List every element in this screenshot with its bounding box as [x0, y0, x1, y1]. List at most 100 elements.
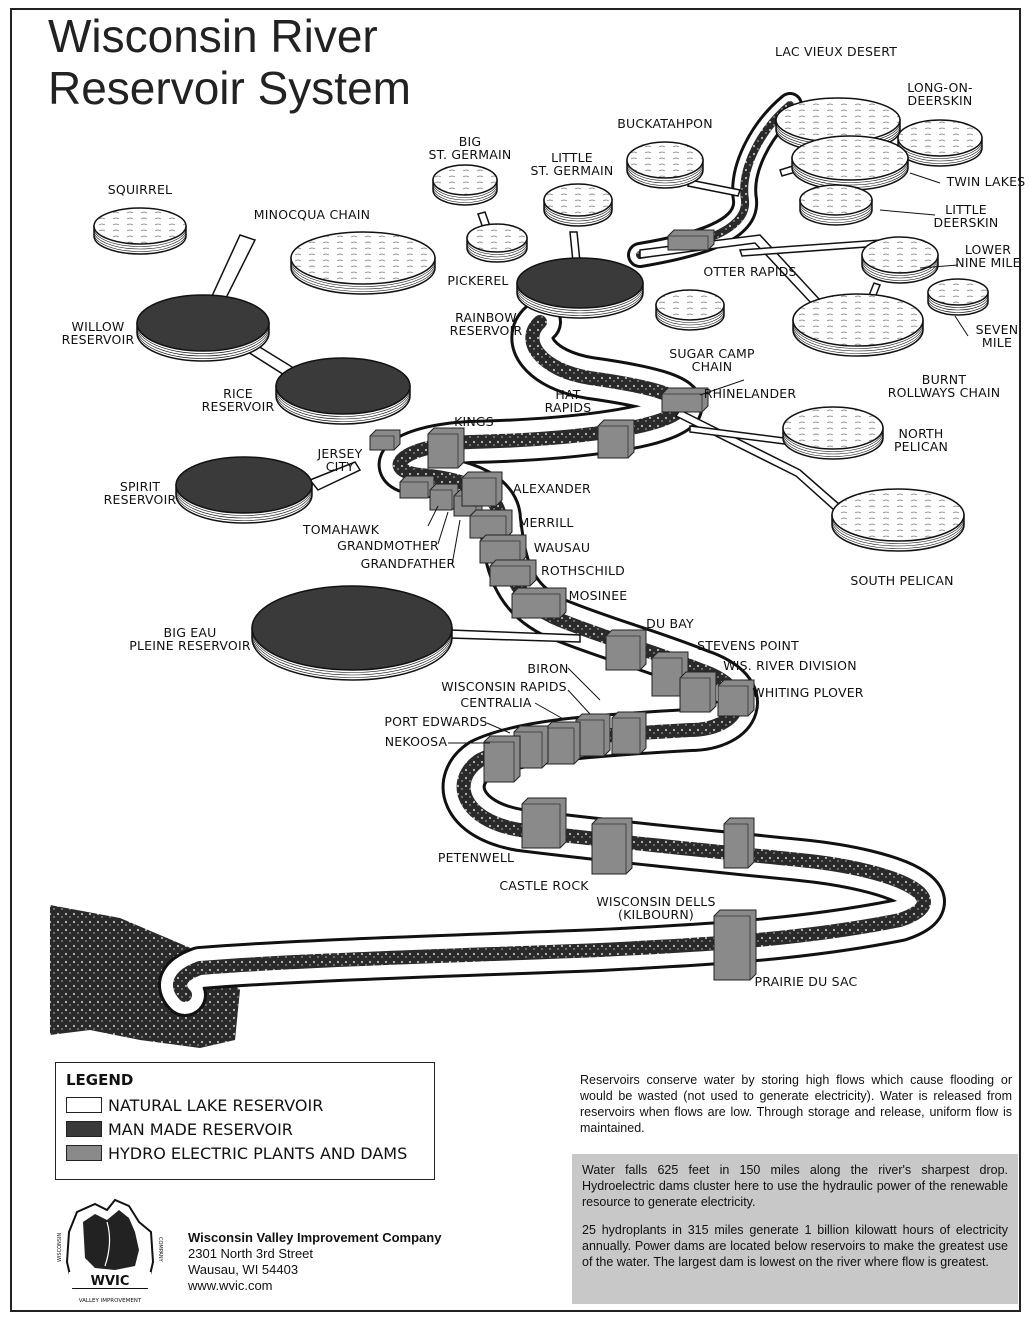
north-pelican-surface [783, 407, 883, 449]
burnt-rollways-chain-reservoir [793, 294, 923, 356]
rainbow-reservoir-label: RAINBOWRESERVOIR [450, 310, 523, 338]
spirit-reservoir-label-line: RESERVOIR [104, 492, 177, 507]
rhinelander-dam [662, 388, 708, 412]
intro-note: Reservoirs conserve water by storing hig… [580, 1072, 1012, 1136]
rothschild-dam-block [490, 560, 536, 586]
title-line-2: Reservoir System [48, 62, 411, 114]
legend-item-dams: HYDRO ELECTRIC PLANTS AND DAMS [66, 1141, 424, 1165]
centralia-dam [546, 722, 580, 764]
squirrel-label: SQUIRREL [108, 182, 172, 197]
prairie-du-sac-label-line: PRAIRIE DU SAC [755, 974, 858, 989]
wis-river-division-label-line: WIS. RIVER DIVISION [723, 658, 857, 673]
port-edwards-label: PORT EDWARDS [384, 714, 487, 729]
tomahawk-label-line: TOMAHAWK [302, 522, 380, 537]
little-deerskin-label: LITTLEDEERSKIN [934, 202, 999, 230]
centralia-label-line: CENTRALIA [460, 695, 532, 710]
lower-nine-mile-label-line: NINE MILE [955, 255, 1020, 270]
poster-title: Wisconsin River Reservoir System [48, 10, 411, 114]
north-pelican-label: NORTHPELICAN [894, 426, 948, 454]
rhinelander-label: RHINELANDER [704, 386, 797, 401]
buckatahpon-surface [627, 142, 703, 178]
petenwell-dam-block [522, 798, 566, 848]
burnt-rollways-chain-label: BURNTROLLWAYS CHAIN [888, 372, 1001, 400]
lac-vieux-desert-surface [776, 98, 900, 142]
company-name: Wisconsin Valley Improvement Company [188, 1230, 441, 1246]
jersey-city-dam-block [370, 430, 400, 450]
north-pelican-label-line: PELICAN [894, 439, 948, 454]
rhinelander-label-line: RHINELANDER [704, 386, 797, 401]
buckatahpon-label-line: BUCKATAHPON [617, 116, 713, 131]
rhinelander-dam-block [662, 388, 708, 412]
willow-reservoir-reservoir [137, 295, 269, 361]
minocqua-chain-label-line: MINOCQUA CHAIN [254, 207, 370, 222]
legend-item-manmade: MAN MADE RESERVOIR [66, 1117, 424, 1141]
squirrel-label-line: SQUIRREL [108, 182, 172, 197]
twin-lakes-surface [792, 136, 908, 180]
legend-label-manmade: MAN MADE RESERVOIR [108, 1120, 293, 1139]
centralia-label: CENTRALIA [460, 695, 532, 710]
rothschild-label: ROTHSCHILD [541, 563, 625, 578]
petenwell-label-line: PETENWELL [438, 850, 514, 865]
sugar-camp-chain-surface [656, 290, 724, 320]
kings-label: KINGS [454, 414, 494, 429]
alexander-label-line: ALEXANDER [513, 481, 591, 496]
tomahawk-dam-block [400, 476, 434, 498]
castle-rock-label-line: CASTLE ROCK [499, 878, 589, 893]
logo-ring-left: WISCONSIN [57, 1233, 63, 1262]
wisconsin-dells-label-line: (KILBOURN) [618, 907, 694, 922]
south-pelican-label: SOUTH PELICAN [850, 573, 953, 588]
otter-rapids-label: OTTER RAPIDS [703, 264, 796, 279]
wis-river-division-label: WIS. RIVER DIVISION [723, 658, 857, 673]
prairie-du-sac-label: PRAIRIE DU SAC [755, 974, 858, 989]
wisconsin-dells-label: WISCONSIN DELLS(KILBOURN) [596, 894, 715, 922]
kings-dam [428, 428, 464, 468]
plants-text: 25 hydroplants in 315 miles generate 1 b… [582, 1222, 1008, 1270]
castle-rock-dam [592, 818, 632, 874]
pickerel-surface [467, 224, 527, 252]
legend: LEGEND NATURAL LAKE RESERVOIR MAN MADE R… [55, 1062, 435, 1180]
big-eau-pleine-reservoir-label-line: PLEINE RESERVOIR [129, 638, 251, 653]
lower-nine-mile-reservoir [862, 237, 938, 283]
tomahawk-label: TOMAHAWK [302, 522, 380, 537]
petenwell-label: PETENWELL [438, 850, 514, 865]
south-pelican-reservoir [832, 489, 964, 551]
little-deerskin-surface [800, 185, 872, 215]
wisconsin-rapids-label: WISCONSIN RAPIDS [441, 679, 567, 694]
jersey-city-dam [370, 430, 400, 450]
sugar-camp-chain-label-line: CHAIN [692, 359, 733, 374]
company-website[interactable]: www.wvic.com [188, 1278, 441, 1294]
rothschild-label-line: ROTHSCHILD [541, 563, 625, 578]
seven-mile-label-line: MILE [982, 335, 1012, 350]
mosinee-label-line: MOSINEE [569, 588, 628, 603]
stevens-point-label-line: STEVENS POINT [697, 638, 799, 653]
company-address-line2: Wausau, WI 54403 [188, 1262, 441, 1278]
castle-rock-label: CASTLE ROCK [499, 878, 589, 893]
drop-text: Water falls 625 feet in 150 miles along … [582, 1162, 1008, 1210]
logo-text: WVIC [91, 1274, 130, 1289]
port-edwards-label-line: PORT EDWARDS [384, 714, 487, 729]
title-line-1: Wisconsin River [48, 10, 411, 62]
petenwell-dam [522, 798, 566, 848]
legend-title: LEGEND [66, 1071, 424, 1089]
nekoosa-label: NEKOOSA [385, 734, 448, 749]
nekoosa-label-line: NEKOOSA [385, 734, 448, 749]
whiting-plover-label-line: WHITING PLOVER [752, 685, 864, 700]
twin-lakes-reservoir [792, 136, 908, 190]
willow-reservoir-label: WILLOWRESERVOIR [62, 319, 135, 347]
big-st-germain-surface [433, 165, 497, 195]
biron-dam [612, 712, 646, 754]
wisconsin-dells-dam [724, 818, 754, 868]
facts-panel: Water falls 625 feet in 150 miles along … [572, 1154, 1018, 1304]
legend-swatch-natural [66, 1097, 102, 1113]
spirit-reservoir-surface [176, 457, 312, 513]
south-pelican-surface [832, 489, 964, 541]
grandfather-label-line: GRANDFATHER [361, 556, 456, 571]
otter-rapids-dam-block [668, 230, 714, 250]
rice-reservoir-reservoir [276, 358, 410, 424]
legend-swatch-manmade [66, 1121, 102, 1137]
whiting-plover-label: WHITING PLOVER [752, 685, 864, 700]
big-eau-pleine-reservoir-surface [252, 586, 452, 670]
lac-vieux-desert-label: LAC VIEUX DESERT [775, 44, 897, 59]
